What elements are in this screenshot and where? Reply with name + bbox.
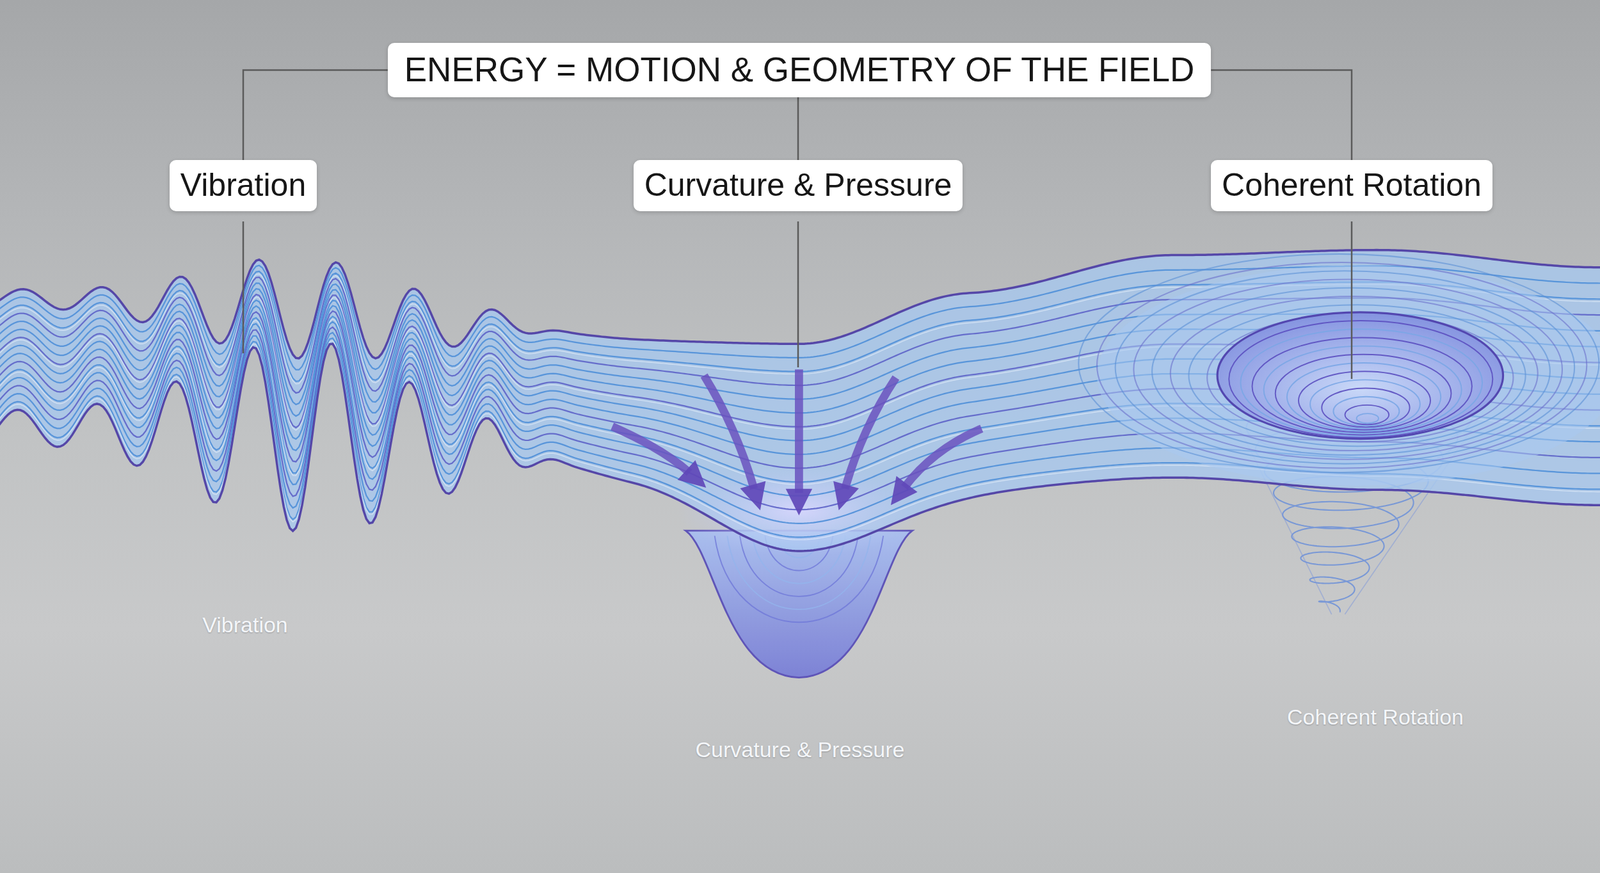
section-caption: Vibration (202, 612, 288, 638)
bracket-connector (1210, 69, 1352, 160)
node-text: Coherent Rotation (1221, 167, 1482, 205)
node-text: Curvature & Pressure (644, 167, 953, 205)
pressure-arrow-head (833, 481, 859, 511)
field-line (0, 327, 1600, 510)
vortex-ring (1356, 413, 1379, 424)
field-line (0, 250, 1600, 359)
swirl-ring (1133, 279, 1563, 460)
pressure-arrow-head (677, 460, 707, 488)
field-line (0, 321, 1600, 496)
bowl-arc (777, 535, 821, 558)
vortex-ring (1298, 371, 1431, 430)
pressure-arrow-shaft (794, 369, 804, 493)
bowl-arc (752, 535, 846, 584)
leader-lines (243, 221, 1352, 379)
bowl-arc (727, 535, 871, 610)
pressure-arrow-head (890, 476, 918, 506)
vortex-ring (1333, 396, 1400, 427)
vortex-ring (1275, 354, 1452, 433)
field-line (0, 311, 1600, 468)
pressure-arrow-shaft (612, 426, 690, 473)
vortex-spiral (1246, 400, 1472, 613)
field-line (0, 271, 1600, 382)
field-highlight (0, 273, 1600, 384)
label-box: Curvature & Pressure (633, 160, 964, 212)
label-box: Vibration (169, 160, 317, 212)
curvature-bowl (685, 530, 912, 678)
field-line (0, 265, 1600, 370)
vortex-ring (1321, 388, 1410, 428)
swirl-ring (1096, 262, 1587, 468)
vortex-ring (1251, 337, 1472, 435)
field-line (0, 343, 1600, 552)
cone-outline (1219, 387, 1500, 615)
swirl-ring (1152, 288, 1551, 456)
pressure-arrow-shaft (704, 375, 754, 489)
field-line (0, 288, 1600, 416)
field-line (0, 316, 1600, 482)
pressure-arrow-head (739, 481, 766, 511)
field-line (0, 337, 1600, 537)
field-line (0, 277, 1600, 393)
field-scaled-group (0, 250, 1600, 678)
field-line (0, 305, 1600, 455)
swirl-ring (1207, 312, 1513, 442)
swirl-ring (1115, 270, 1575, 464)
leader-line (242, 221, 245, 354)
vortex-ring (1345, 405, 1390, 425)
vortex-ring (1264, 346, 1462, 434)
leader-line (1351, 221, 1353, 379)
section-caption: Curvature & Pressure (695, 737, 905, 763)
field-line (0, 282, 1600, 405)
vortex-ring (1287, 362, 1441, 431)
bowl-arc (764, 535, 833, 571)
field-band (0, 250, 1600, 552)
vortex-halo (1096, 265, 1600, 486)
bowl-arc (739, 535, 859, 597)
pressure-arrow-shaft (844, 377, 896, 489)
field-highlight (0, 340, 1600, 540)
bowl-arc (714, 535, 884, 623)
node-text: Vibration (180, 167, 306, 205)
field-line (0, 300, 1600, 441)
field-line (0, 294, 1600, 428)
vortex-ring (1240, 328, 1483, 436)
bracket-connector (797, 97, 800, 160)
leader-line (797, 221, 800, 368)
node-text: ENERGY = MOTION & GEOMETRY OF THE FIELD (404, 50, 1195, 90)
title-box: ENERGY = MOTION & GEOMETRY OF THE FIELD (387, 42, 1211, 98)
dip-glow (676, 464, 922, 556)
vortex-mouth (1217, 312, 1503, 440)
field-highlight (0, 318, 1600, 485)
pressure-arrow-head (785, 488, 813, 516)
field-art (0, 250, 1600, 678)
bracket-connector (243, 69, 388, 160)
pressure-arrow-shaft (904, 428, 982, 488)
section-caption: Coherent Rotation (1287, 704, 1464, 730)
field-line (0, 332, 1600, 524)
swirl-ring (1188, 304, 1526, 447)
field-highlight (0, 296, 1600, 431)
swirl-ring (1078, 254, 1599, 473)
vortex-ring (1310, 379, 1421, 429)
swirl-ring (1170, 296, 1538, 451)
vortex-ring (1228, 320, 1493, 438)
label-box: Coherent Rotation (1210, 160, 1493, 212)
